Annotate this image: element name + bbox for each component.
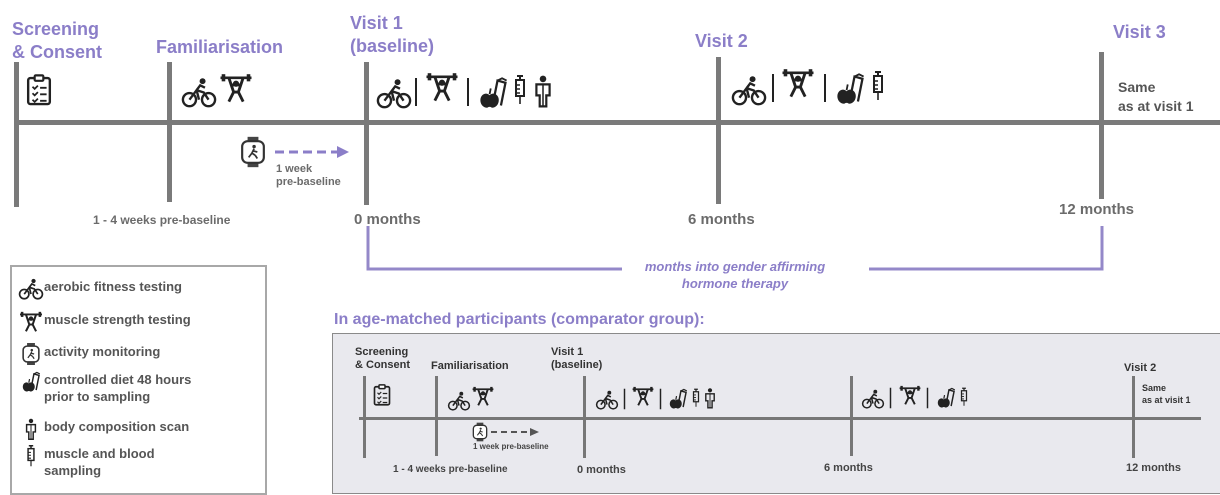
label-familiarisation: Familiarisation (156, 37, 284, 57)
bicycle-icon (18, 278, 44, 300)
syringe-icon (18, 445, 44, 467)
separator-icon (414, 76, 418, 108)
weightlifter-icon (898, 385, 922, 406)
comparator-label-one-week: 1 week pre-baseline (473, 442, 549, 451)
tick-visit-3 (1099, 52, 1104, 199)
weightlifter-icon (18, 311, 44, 333)
smartwatch-icon (240, 136, 266, 168)
legend-label: aerobic fitness testing (44, 279, 182, 294)
separator-icon (889, 387, 892, 409)
legend-box: aerobic fitness testing muscle strength … (10, 265, 267, 495)
separator-icon (466, 76, 470, 108)
bicycle-icon (595, 390, 619, 410)
separator-icon (823, 72, 827, 104)
label-months-into-therapy: months into gender affirming hormone the… (644, 259, 826, 291)
separator-icon (623, 388, 626, 410)
diet-icon (476, 76, 510, 110)
comparator-tick-visit-2 (850, 376, 853, 456)
syringe-icon (691, 387, 701, 409)
comparator-axis (359, 417, 1201, 420)
bicycle-icon (447, 391, 471, 411)
weightlifter-icon (471, 386, 495, 407)
comparator-panel: Screening & Consent Familiarisation Visi… (332, 333, 1220, 494)
tick-screening (14, 62, 19, 207)
body-scan-icon (532, 74, 554, 108)
bicycle-icon (181, 77, 217, 108)
label-weeks-pre-baseline: 1 - 4 weeks pre-baseline (93, 213, 231, 227)
label-visit-3: Visit 3 (1113, 22, 1166, 42)
comparator-label-12-months: 12 months (1126, 462, 1182, 474)
tick-visit-1 (364, 62, 369, 205)
label-visit-1: Visit 1 (baseline) (350, 13, 435, 56)
syringe-icon (870, 70, 886, 102)
diet-icon (667, 388, 689, 410)
weightlifter-icon (631, 386, 655, 407)
comparator-tick-familiarisation (435, 376, 438, 456)
comparator-label-visit-2: Visit 2 (1124, 362, 1157, 374)
weightlifter-icon (218, 73, 254, 104)
label-12-months: 12 months (1059, 201, 1135, 218)
separator-icon (771, 72, 775, 104)
tick-familiarisation (167, 62, 172, 202)
comparator-label-visit-1: Visit 1 (baseline) (551, 346, 603, 371)
legend-label: body composition scan (44, 419, 190, 434)
timeline-main-axis (14, 120, 1220, 125)
comparator-label-same: Same as at visit 1 (1142, 383, 1191, 405)
therapy-bracket (366, 226, 1104, 271)
label-same-as-visit-1: Same as at visit 1 (1118, 79, 1194, 114)
comparator-tick-visit-3 (1132, 376, 1135, 458)
diet-icon (935, 387, 957, 409)
legend-label: muscle and blood sampling (44, 446, 155, 478)
clipboard-icon (373, 382, 391, 408)
legend-item: aerobic fitness testing (18, 278, 182, 300)
legend-item: activity monitoring (18, 343, 160, 365)
legend-item: controlled diet 48 hours prior to sampli… (18, 371, 191, 405)
comparator-tick-visit-1 (583, 376, 586, 458)
comparator-tick-screening (363, 376, 366, 458)
body-scan-icon (703, 387, 717, 409)
bicycle-icon (861, 389, 885, 409)
legend-item: muscle and blood sampling (18, 445, 155, 479)
bicycle-icon (731, 75, 767, 106)
diet-icon (18, 371, 44, 393)
bicycle-icon (376, 78, 412, 109)
weightlifter-icon (424, 72, 460, 103)
comparator-label-weeks-pre: 1 - 4 weeks pre-baseline (393, 464, 508, 475)
label-6-months: 6 months (688, 211, 755, 228)
diet-icon (833, 72, 867, 106)
comparator-label-0-months: 0 months (577, 464, 626, 476)
legend-item: body composition scan (18, 418, 189, 440)
dashed-arrow-icon (491, 428, 539, 436)
tick-visit-2 (716, 57, 721, 204)
legend-label: controlled diet 48 hours prior to sampli… (44, 372, 192, 404)
label-0-months: 0 months (354, 211, 421, 228)
comparator-label-screening: Screening & Consent (355, 346, 410, 371)
label-visit-2: Visit 2 (695, 31, 748, 51)
smartwatch-icon (18, 343, 44, 365)
comparator-heading: In age-matched participants (comparator … (334, 311, 705, 328)
dashed-arrow-icon (275, 146, 349, 158)
weightlifter-icon (780, 68, 816, 99)
legend-label: activity monitoring (44, 344, 161, 359)
legend-label: muscle strength testing (44, 312, 191, 327)
separator-icon (659, 388, 662, 410)
comparator-label-6-months: 6 months (824, 462, 873, 474)
comparator-label-familiarisation: Familiarisation (431, 360, 509, 372)
label-screening-consent: Screening & Consent (12, 19, 102, 62)
smartwatch-icon (472, 422, 488, 442)
separator-icon (926, 387, 929, 409)
syringe-icon (512, 74, 528, 106)
syringe-icon (959, 386, 969, 408)
body-scan-icon (18, 418, 44, 440)
clipboard-icon (26, 70, 52, 110)
label-one-week-pre-baseline: 1 week pre-baseline (276, 163, 341, 188)
legend-item: muscle strength testing (18, 311, 191, 333)
